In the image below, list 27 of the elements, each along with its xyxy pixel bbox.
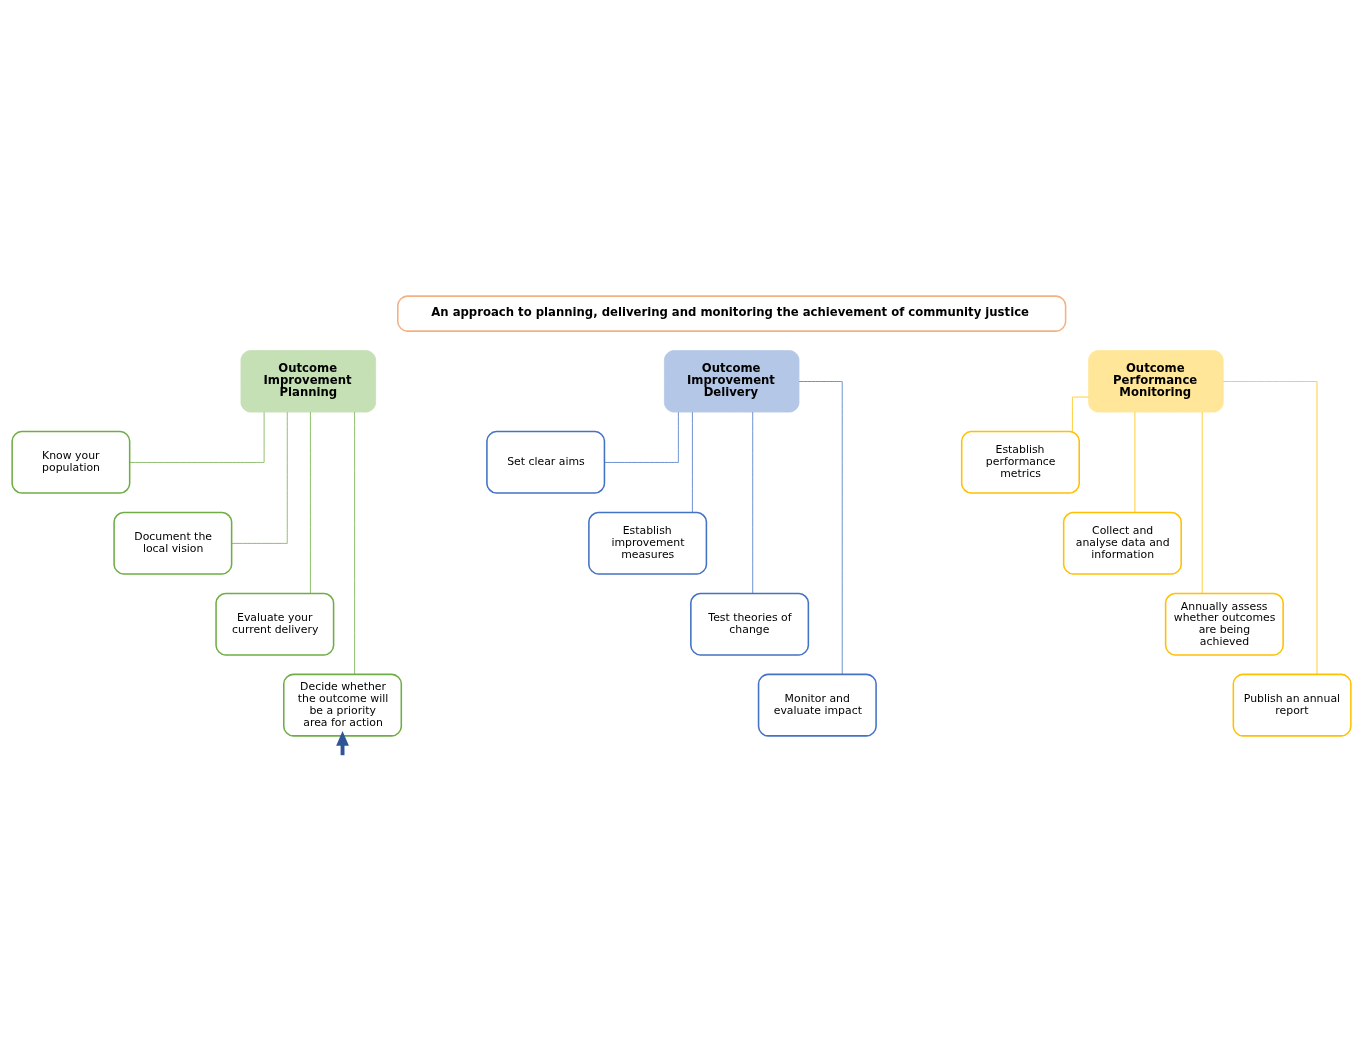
node-box: Establish performance metrics [960,430,1080,494]
connector [310,411,311,594]
node-box: Outcome Improvement Delivery [664,349,800,412]
connector [354,411,355,675]
node-box: Know your population [11,430,131,494]
connector [1201,411,1203,594]
node-box: Collect and analyse data and information [1062,511,1182,575]
node-box: Set clear aims [486,430,606,494]
connector [604,411,679,463]
node-box: Outcome Performance Monitoring [1088,349,1224,412]
node-box: Document the local vision [113,511,233,575]
connector [752,411,754,594]
node-box: Outcome Improvement Planning [240,349,376,412]
node-box: Monitor and evaluate impact [757,673,877,737]
node-box: Establish improvement measures [588,511,708,575]
connector [692,411,693,513]
connector [1134,411,1136,513]
node-box: Decide whether the outcome will be a priority area for action [283,673,403,737]
node-box: Evaluate your current delivery [215,592,335,656]
connector [231,411,288,544]
node-box: An approach to planning, delivering and monitoring the achievement of community justice [397,294,1067,332]
connector [798,380,843,674]
node-box: Test theories of change [690,592,810,656]
node-box: Annually assess whether outcomes are being achieved [1164,592,1284,656]
connector [1222,380,1318,674]
node-box: Publish an annual report [1232,673,1352,737]
connector [129,411,265,463]
